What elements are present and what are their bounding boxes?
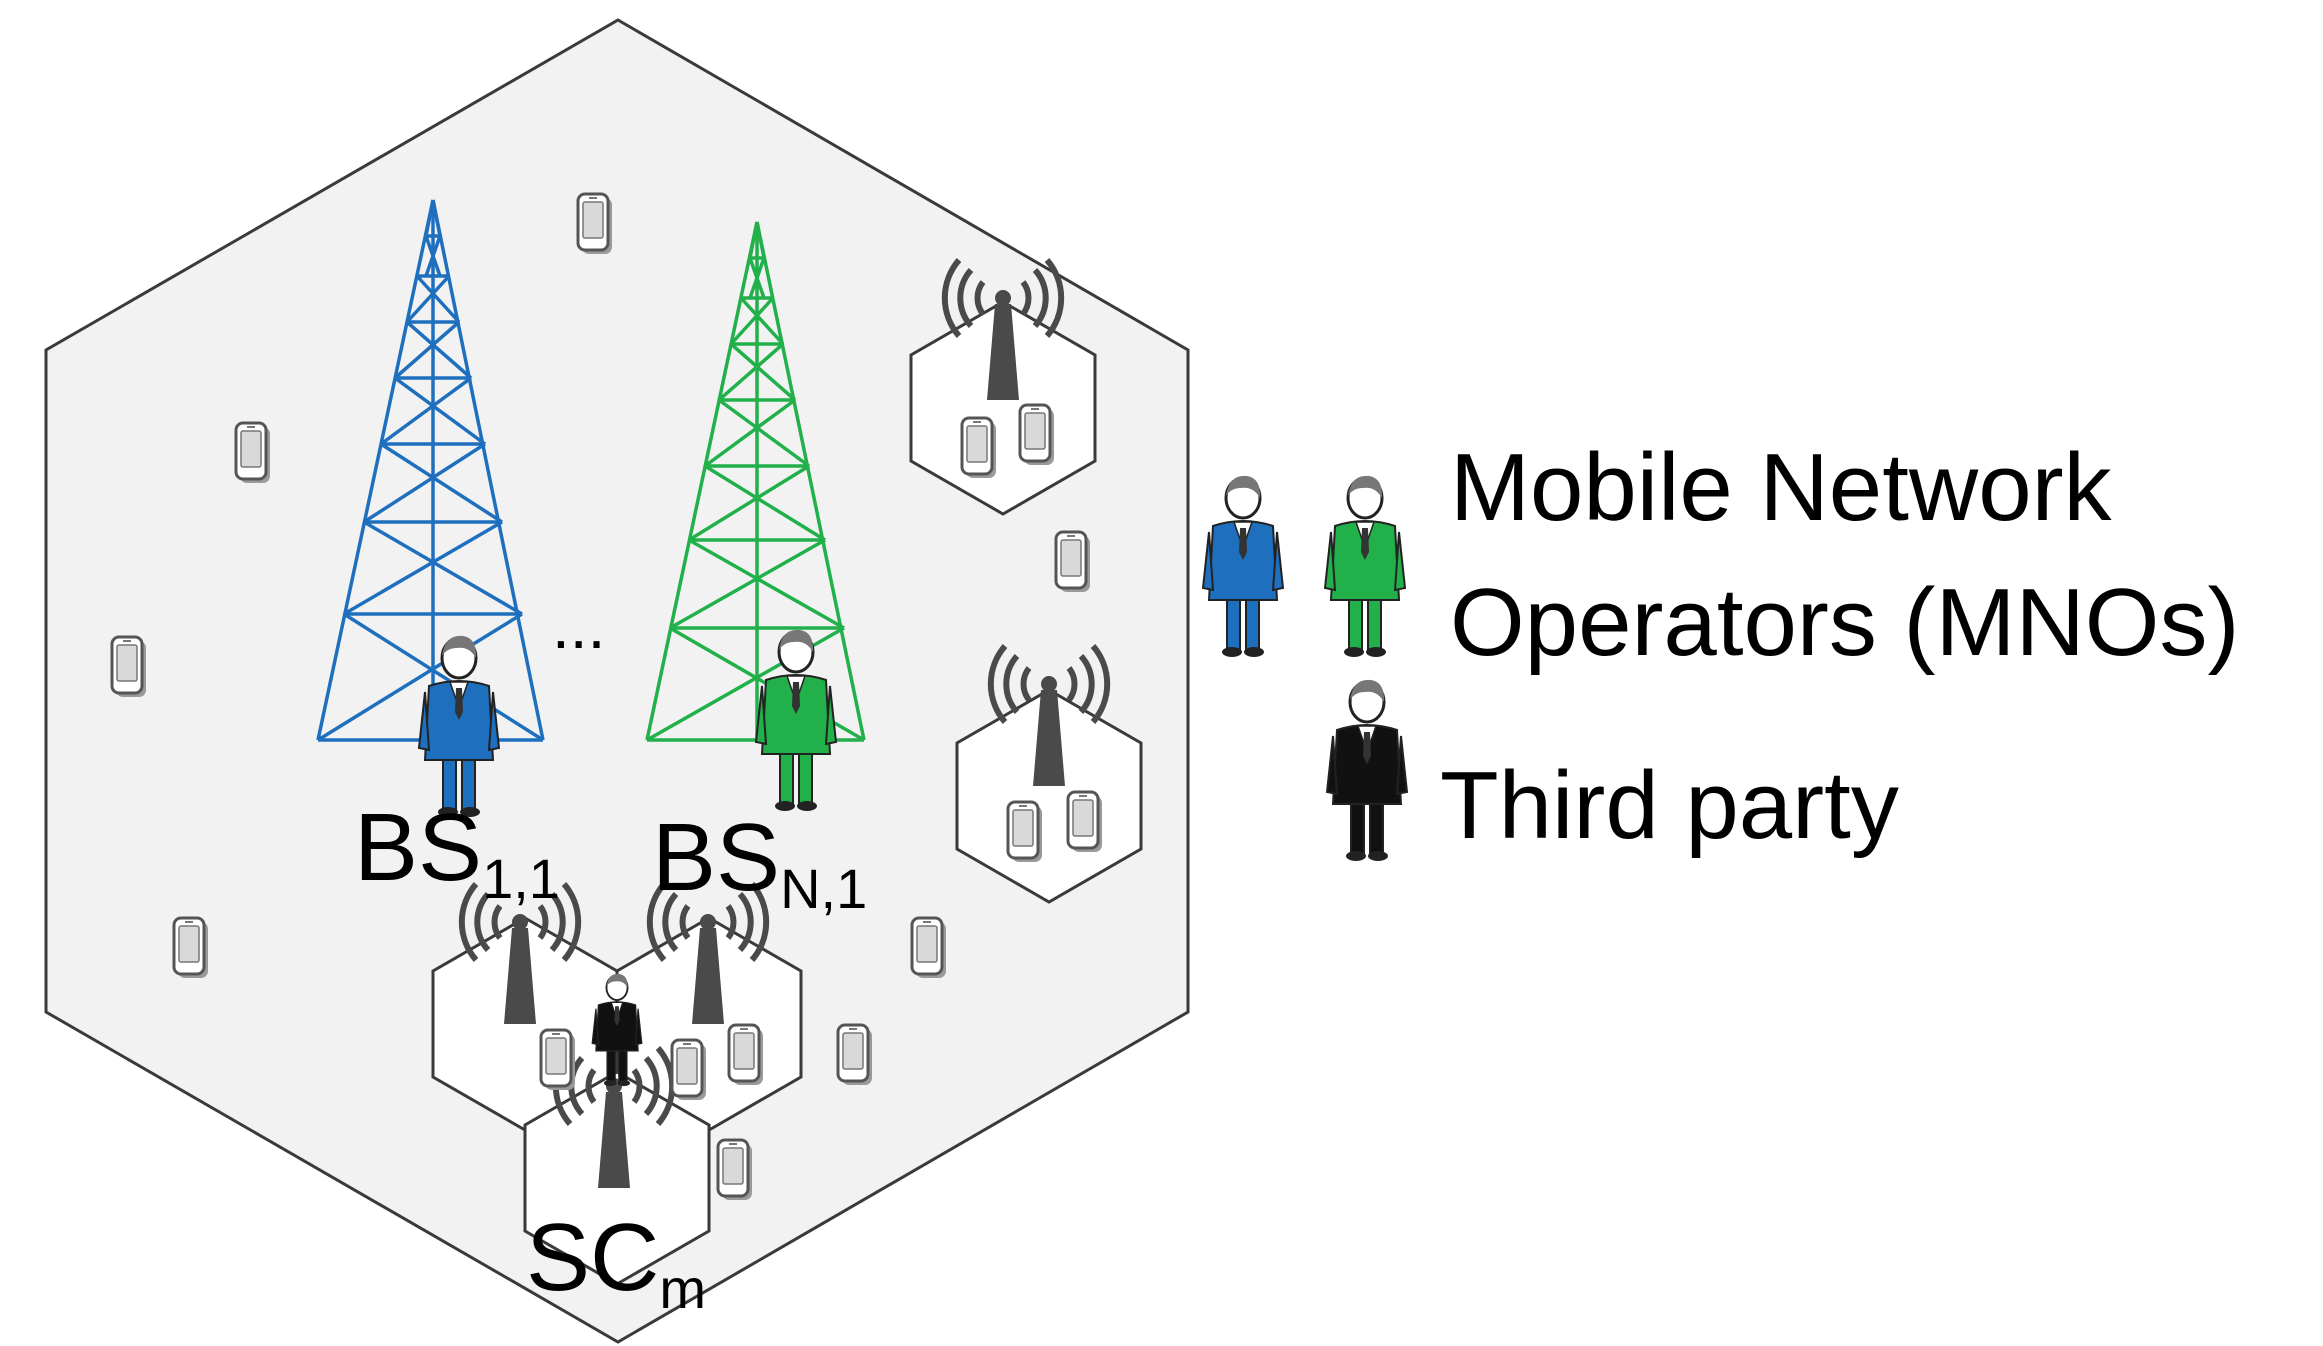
tower-icon-bs-1-1: [316, 199, 545, 742]
phone-icon: [110, 635, 148, 699]
phone-icon: [960, 416, 998, 480]
phone-icon: [727, 1023, 765, 1087]
tower-icon-bs-n-1: [645, 221, 866, 742]
phone-icon: [576, 192, 614, 256]
legend: Mobile Network Operators (MNOs) Third pa…: [1201, 434, 2239, 863]
bs-1-1-label: BS1,1: [354, 794, 560, 910]
phone-icon: [1066, 790, 1104, 854]
third-party-legend-icon: [1325, 678, 1409, 863]
phone-icon: [670, 1038, 708, 1102]
mno-green-legend-icon: [1323, 474, 1407, 659]
phone-icon: [172, 916, 210, 980]
legend-third-party: Third party: [1440, 752, 1899, 859]
phone-icon: [716, 1138, 754, 1202]
bs-n-1-label: BSN,1: [652, 804, 867, 920]
phone-icon: [539, 1028, 577, 1092]
phone-icon: [1006, 800, 1044, 864]
phone-icon: [1018, 403, 1056, 467]
legend-mno-line1: Mobile Network: [1450, 434, 2113, 541]
ellipsis-label: ...: [552, 590, 605, 662]
macro-cell-hexagon: [44, 18, 1190, 1344]
phone-icon: [910, 916, 948, 980]
phone-icon: [234, 421, 272, 485]
phone-icon: [836, 1023, 874, 1087]
mno-blue-legend-icon: [1201, 474, 1285, 659]
legend-mno-line2: Operators (MNOs): [1450, 569, 2239, 676]
phone-icon: [1054, 530, 1092, 594]
sc-m-label: SCm: [526, 1204, 706, 1320]
